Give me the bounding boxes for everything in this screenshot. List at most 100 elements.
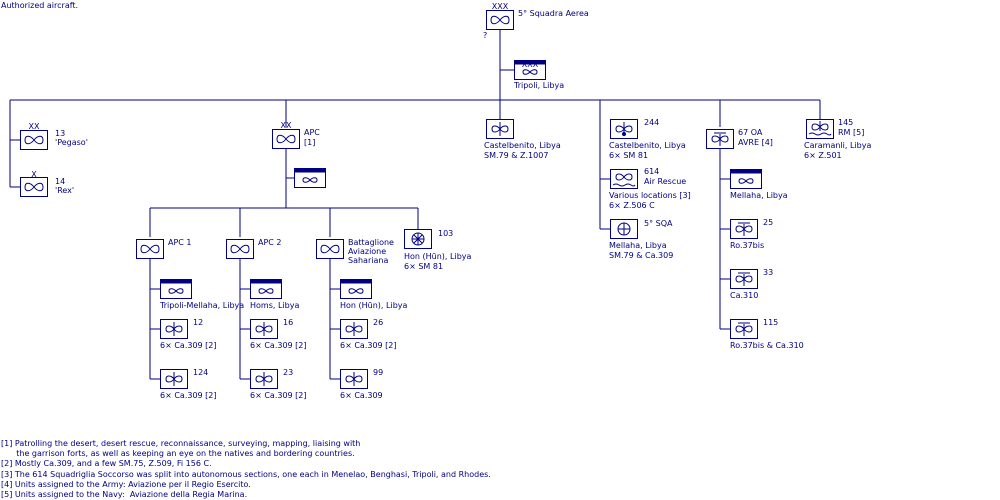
unit-25: 25 Ro.37bis	[730, 218, 773, 250]
bomber-dot-icon	[622, 132, 626, 136]
unit-sublabel: [1]	[304, 138, 315, 147]
unit-label: APC 2	[258, 238, 282, 247]
hq-tripoli-mellaha: Tripoli-Mellaha, Libya	[150, 279, 244, 310]
headquarters-icon	[730, 169, 762, 189]
unit-sublabel: 'Pegaso'	[55, 138, 88, 147]
headquarters-icon	[294, 168, 326, 188]
fighter-unit-icon	[20, 130, 48, 150]
recon-unit-icon	[730, 319, 758, 339]
org-chart: XXX 5° Squadra Aerea ? XXX Tripoli, Liby…	[9, 2, 871, 400]
unit-aircraft: 6× Ca.309 [2]	[160, 391, 217, 400]
headquarters-icon	[340, 279, 372, 299]
footnote: [3] The 614 Squadriglia Soccorso was spl…	[1, 469, 491, 479]
unit-label: 124	[193, 368, 208, 377]
hq-hon: Hon (Hūn), Libya	[330, 279, 408, 310]
unit-location: Hon (Hūn), Libya	[404, 252, 472, 261]
unit-label: 5° SQA	[644, 219, 673, 228]
unit-sublabel: Air Rescue	[644, 177, 686, 186]
unit-label: 99	[373, 368, 383, 377]
unit-location: Mellaha, Libya	[730, 191, 788, 200]
unit-aircraft: Ro.37bis	[730, 241, 764, 250]
unit-label: 614	[644, 167, 659, 176]
footnote: [5] Units assigned to the Navy: Aviazion…	[1, 490, 248, 500]
unit-label: 67 OA	[738, 128, 763, 137]
recon-unit-icon	[706, 129, 734, 149]
unit-label: 25	[763, 218, 773, 227]
unit-12: 12 6× Ca.309 [2]	[160, 318, 217, 350]
bomber-unit-icon	[160, 369, 188, 389]
unit-label: 103	[438, 229, 453, 238]
unit-label: APC	[304, 128, 320, 137]
recon-unit-icon	[730, 269, 758, 289]
unit-aircraft: 6× Z.506 C	[609, 201, 655, 210]
unit-location: Mellaha, Libya	[609, 241, 667, 250]
unit-label: 145	[838, 118, 853, 127]
footnote: the garrison forts, as well as keeping a…	[1, 449, 355, 459]
bomber-unit-icon	[486, 119, 514, 139]
unit-label: 5° Squadra Aerea	[518, 9, 589, 18]
unit-aircraft: Ca.310	[730, 291, 758, 300]
unit-aircraft: 6× SM 81	[404, 262, 443, 271]
footnote: [4] Units assigned to the Army: Aviazion…	[1, 479, 251, 489]
footnote: [1] Patrolling the desert, desert rescue…	[1, 439, 361, 448]
hq-homs: Homs, Libya	[240, 279, 299, 310]
unit-aircraft: 6× Ca.309 [2]	[340, 341, 397, 350]
unit-castelbenito: Castelbenito, Libya SM.79 & Z.1007	[484, 119, 561, 160]
unit-5-sqa: 5° SQA Mellaha, Libya SM.79 & Ca.309	[609, 219, 673, 260]
unit-size-marker: XX	[29, 122, 40, 131]
unit-aircraft: SM.79 & Z.1007	[484, 151, 548, 160]
unit-location: Hon (Hūn), Libya	[340, 301, 408, 310]
unit-location: Homs, Libya	[250, 301, 299, 310]
unit-size-marker: XX	[281, 121, 292, 130]
unit-label: 115	[763, 318, 778, 327]
footnotes: [1] Patrolling the desert, desert rescue…	[1, 439, 491, 500]
unit-aircraft: 6× Ca.309 [2]	[160, 341, 217, 350]
hq-tripoli: XXX Tripoli, Libya	[500, 60, 564, 90]
unit-16: 16 6× Ca.309 [2]	[250, 318, 307, 350]
unit-note: ?	[483, 31, 487, 40]
unit-label: Aviazione	[348, 247, 386, 256]
unit-size-marker: XXX	[492, 2, 509, 11]
unit-sublabel: RM [5]	[838, 128, 864, 137]
unit-label: 244	[644, 118, 659, 127]
unit-23: 23 6× Ca.309 [2]	[250, 368, 307, 400]
unit-size-marker: XXX	[522, 60, 539, 69]
unit-99: 99 6× Ca.309	[340, 368, 383, 400]
unit-33: 33 Ca.310	[730, 268, 773, 300]
unit-label: 26	[373, 318, 383, 327]
unit-614-air-rescue: 614 Air Rescue Various locations [3] 6× …	[609, 167, 691, 210]
headquarters-icon	[160, 279, 192, 299]
connector-lines	[9, 30, 821, 380]
unit-sublabel: 'Rex'	[55, 186, 74, 195]
unit-aircraft: 6× Ca.309 [2]	[250, 391, 307, 400]
unit-label: Sahariana	[348, 256, 388, 265]
unit-26: 26 6× Ca.309 [2]	[340, 318, 397, 350]
unit-apc-2: APC 2	[226, 238, 282, 259]
fighter-unit-icon	[136, 239, 164, 259]
footnote: [2] Mostly Ca.309, and a few SM.75, Z.50…	[1, 459, 212, 469]
bomber-unit-icon	[250, 319, 278, 339]
unit-label: 12	[193, 318, 203, 327]
bomber-unit-icon	[160, 319, 188, 339]
fighter-unit-icon	[226, 239, 254, 259]
unit-location: Castelbenito, Libya	[484, 141, 561, 150]
unit-aircraft: Ro.37bis & Ca.310	[730, 341, 804, 350]
unit-label: 33	[763, 268, 773, 277]
recon-unit-icon	[730, 219, 758, 239]
unit-244: 244 Castelbenito, Libya 6× SM 81	[609, 118, 686, 160]
unit-sublabel: AVRE [4]	[738, 138, 773, 147]
fighter-unit-icon	[316, 239, 344, 259]
bomber-unit-icon	[250, 369, 278, 389]
unit-apc-1: APC 1	[136, 238, 192, 259]
bomber-unit-icon	[340, 319, 368, 339]
unit-location: Caramanli, Libya	[804, 141, 871, 150]
unit-103: 103 Hon (Hūn), Libya 6× SM 81	[404, 229, 472, 271]
fighter-unit-icon	[20, 177, 48, 197]
unit-13-pegaso: XX 13 'Pegaso'	[20, 122, 88, 150]
hq-mellaha: Mellaha, Libya	[730, 169, 788, 200]
unit-aircraft: 6× SM 81	[609, 151, 648, 160]
unit-battaglione-aviazione-sahariana: Battaglione Aviazione Sahariana	[316, 238, 394, 265]
unit-124: 124 6× Ca.309 [2]	[160, 368, 217, 400]
unit-location: Castelbenito, Libya	[609, 141, 686, 150]
unit-location: Tripoli, Libya	[513, 81, 564, 90]
